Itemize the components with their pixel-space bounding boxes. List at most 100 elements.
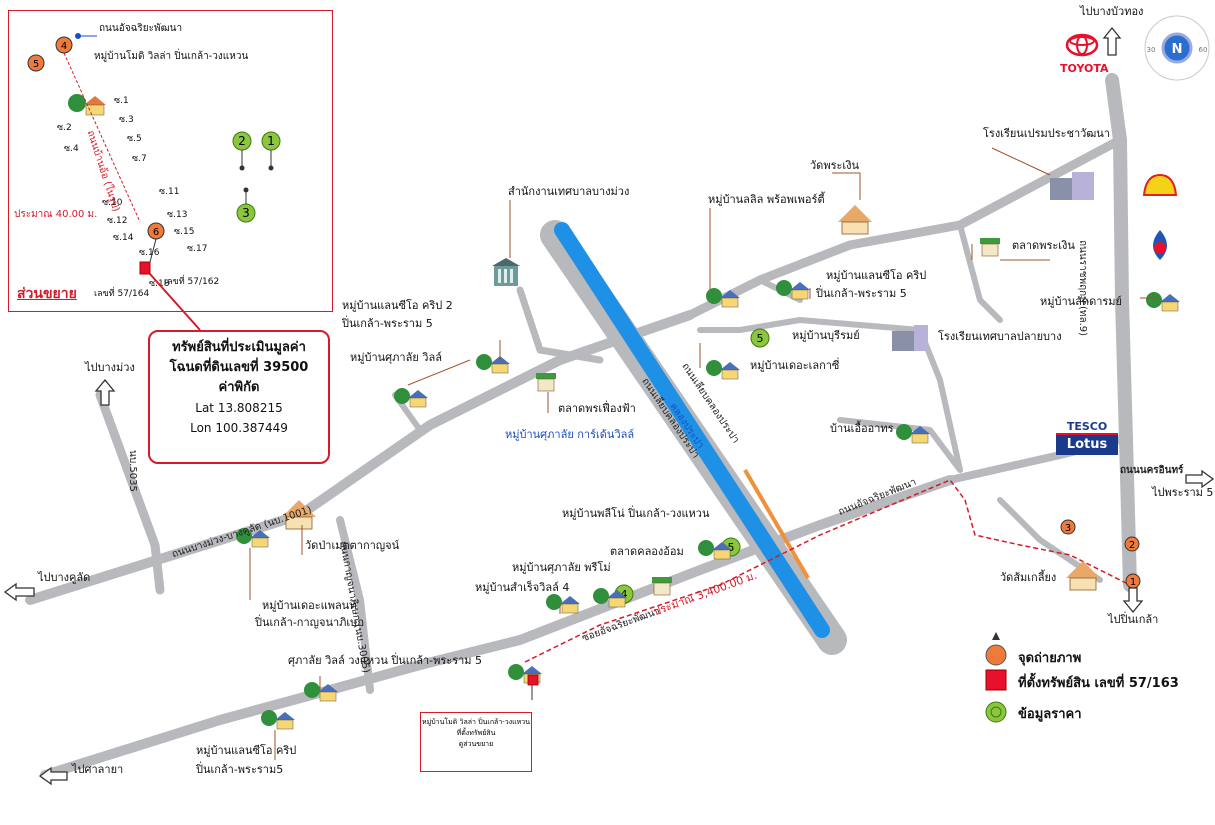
info-coord-title: ค่าพิกัด (218, 380, 260, 395)
legend-property-icon (985, 669, 1007, 691)
inset-alley: ซ.7 (132, 154, 147, 164)
village-icons (236, 280, 1180, 730)
inset-title: ส่วนขยาย (17, 286, 77, 302)
legend-photo-icon (985, 644, 1007, 666)
road-upper (685, 135, 1125, 320)
label-supalai-garden: หมู่บ้านศุภาลัย การ์เด้นวิลล์ (505, 428, 635, 441)
photo-point-5-label: 5 (33, 59, 39, 70)
dir-pinklao: ไปปิ่นเกล้า (1108, 613, 1159, 626)
dir-salaya: ไปศาลายา (72, 763, 124, 776)
price-point-5b (750, 328, 770, 348)
inset-property-right: เลขที่ 57/162 (164, 277, 220, 287)
road-network (25, 73, 1137, 780)
valuation-info-box: ทรัพย์สินที่ประเมินมูลค่า โฉนดที่ดินเลขท… (148, 330, 330, 464)
label-ladda: หมู่บ้านลัดดารมย์ (1040, 295, 1122, 308)
inset-alley: ซ.4 (64, 144, 79, 154)
inset-alley: ซ.1 (114, 96, 129, 106)
legend-property: ที่ตั้งทรัพย์สิน เลขที่ 57/163 (1018, 676, 1179, 691)
photo-point-6-label: 6 (153, 227, 159, 238)
inset-alley: ซ.16 (139, 248, 160, 258)
label-school-prem: โรงเรียนเปรมประชาวัฒนา (983, 127, 1110, 140)
inset-alley: ซ.5 (127, 134, 142, 144)
arrow-down-pinklao (1122, 587, 1144, 614)
label-supalai-primo: หมู่บ้านศุภาลัย พรีโม่ (512, 561, 611, 574)
inset-alley: ซ.11 (159, 187, 180, 197)
shell-icon (1142, 173, 1178, 196)
inset-alley: ซ.15 (174, 227, 195, 237)
photo-point-3 (1060, 519, 1076, 535)
label-market-klongom: ตลาดคลองอ้อม (610, 545, 684, 558)
tesco-lotus-logo: TESCO Lotus (1056, 420, 1118, 458)
dir-rama5: ไปพระราม 5 (1152, 486, 1214, 499)
arrow-left-bangkhuwat (3, 582, 35, 602)
school-icons (892, 172, 1094, 351)
label-land-city: หมู่บ้านแลนซีโอ คริป (826, 269, 927, 282)
inset-photo-points: 4 5 6 (27, 33, 165, 240)
inset-connector (149, 273, 201, 331)
inset-property-marker (139, 261, 151, 275)
compass-icon: N 30 60 (1144, 15, 1210, 81)
label-office: สำนักงานเทศบาลบางม่วง (508, 185, 630, 198)
photo-point-2-label: 2 (1129, 540, 1135, 551)
label-wat-phra-ngoen: วัดพระเงิน (810, 159, 860, 172)
label-supalai-ville: หมู่บ้านศุภาลัย วิลล์ (350, 351, 442, 364)
road-label-nakhon-in: ถนนนครอินทร์ (1120, 465, 1184, 476)
label-ban-uea: บ้านเอื้ออาทร (830, 422, 894, 435)
label-lalil: หมู่บ้านลลิล พร้อพเพอร์ตี้ (708, 193, 825, 206)
note-line-2: ที่ตั้งทรัพย์สิน (456, 729, 496, 737)
road-bangmuang-bangkhuwat (25, 310, 695, 605)
dir-bangmuang: ไปบางม่วง (85, 361, 135, 374)
label-the-plant: หมู่บ้านเดอะแพลนท์ (262, 599, 357, 612)
price-point-3-label: 3 (242, 206, 250, 220)
label-land-city-salaya: หมู่บ้านแลนซีโอ คริป (196, 744, 297, 757)
price-point-5b-label: 5 (757, 332, 764, 345)
label-market-phra-ngoen: ตลาดพระเงิน (1012, 239, 1075, 252)
canal (540, 220, 847, 655)
inset-alley: ซ.2 (57, 123, 72, 133)
arrow-up-north (1102, 26, 1122, 56)
toyota-text: TOYOTA (1060, 62, 1109, 75)
toyota-logo (1065, 33, 1099, 57)
price-point-2-label: 2 (238, 134, 246, 148)
info-deed: โฉนดที่ดินเลขที่ 39500 (169, 360, 309, 375)
road-salaya (40, 475, 955, 780)
road-kanchana (336, 516, 374, 694)
note-line-3: ดูส่วนขยาย (458, 740, 494, 748)
tesco-text: TESCO (1056, 420, 1118, 435)
property-note-box: หมู่บ้านโมดิ วิลล่า ปิ่นเกล้า-วงแหวน ที่… (420, 712, 532, 772)
label-the-legacy: หมู่บ้านเดอะเลกาซี่ (750, 359, 840, 372)
label-wat-som: วัดส้มเกลี้ยง (1000, 571, 1057, 584)
label-land-city2-b: ปิ่นเกล้า-พระราม 5 (342, 317, 433, 330)
label-pleno: หมู่บ้านพลีโน่ ปิ่นเกล้า-วงแหวน (562, 507, 710, 520)
inset-alley: ซ.10 (102, 198, 123, 208)
note-line-1: หมู่บ้านโมดิ วิลล่า ปิ่นเกล้า-วงแหวน (422, 718, 530, 726)
photo-point-5 (27, 54, 45, 72)
dir-bangkhuwat: ไปบางคูลัด (38, 571, 91, 584)
label-supalai-villa-ring: ศุภาลัย วิลล์ วงแหวน ปิ่นเกล้า-พระราม 5 (288, 654, 483, 667)
label-wat-pa: วัดป่าเมตตากาญจน์ (305, 539, 400, 552)
price-point-5a-label: 5 (728, 541, 735, 554)
property-marker (527, 674, 539, 700)
inset-enlargement: ถนนอัจฉริยะพัฒนา หมู่บ้านโมดิ วิลล่า ปิ่… (8, 10, 333, 312)
info-lat: Lat 13.808215 (195, 401, 283, 415)
inset-alley: ซ.17 (187, 244, 208, 254)
compass-w: 30 (1147, 46, 1156, 54)
label-connectors (249, 147, 1160, 760)
label-market-fueangfa: ตลาดพรเฟื่องฟ้า (558, 402, 636, 415)
photo-point-1-label: 1 (1130, 577, 1136, 588)
compass-e: 60 (1199, 46, 1208, 54)
photo-point-3-label: 3 (1065, 523, 1071, 534)
price-point-4-label: 4 (621, 588, 628, 601)
inset-alley: ซ.3 (119, 115, 134, 125)
arrow-left-salaya (38, 766, 68, 786)
inset-price-points: 1 2 3 (232, 131, 281, 223)
label-school-municipal: โรงเรียนเทศบาลปลายบาง (938, 330, 1062, 343)
direction-arrows (3, 26, 1215, 786)
label-the-plant-b: ปิ่นเกล้า-กาญจนาภิเษก (255, 616, 365, 629)
road-label-nb5035: นบ.5035 (127, 450, 138, 492)
road-ratchaphruek (1105, 73, 1137, 592)
inset-property-left: เลขที่ 57/164 (94, 289, 150, 299)
lotus-text: Lotus (1056, 435, 1118, 455)
photo-point-2 (1124, 536, 1140, 552)
